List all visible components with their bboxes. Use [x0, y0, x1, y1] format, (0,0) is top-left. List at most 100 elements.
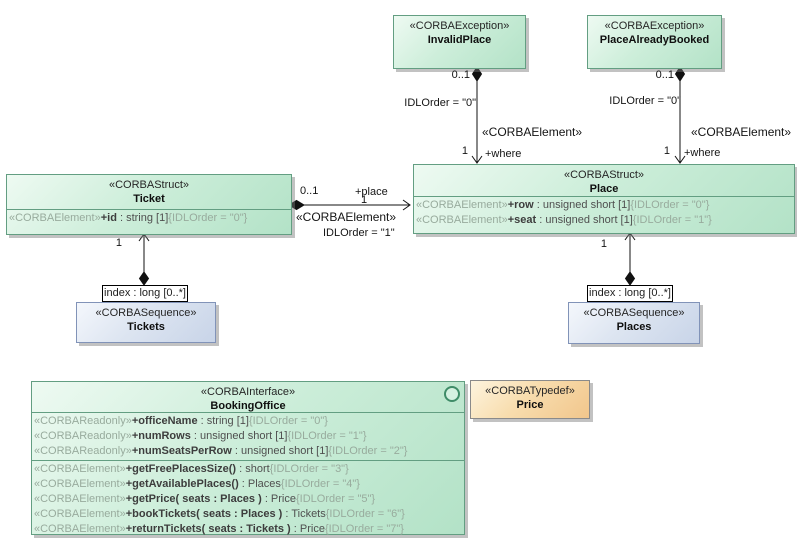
node-stereotype: «CORBASequence» [583, 307, 685, 319]
qualifier-box-tickets[interactable]: index : long [0..*] [102, 285, 188, 302]
composition-edge-tickets-ticket[interactable] [138, 233, 150, 286]
member-tags: {IDLOrder = "0"} [248, 415, 328, 427]
edge-label-tag[interactable]: IDLOrder = "0" [404, 97, 476, 109]
edge-label-multiplicity[interactable]: 1 [461, 145, 468, 157]
composition-diamond [471, 66, 483, 82]
member-stereotype: «CORBAReadonly» [34, 415, 132, 427]
composition-diamond [138, 271, 150, 286]
member-stereotype: «CORBAElement» [34, 463, 126, 475]
member-type: : Price [290, 523, 325, 535]
member-tags: {IDLOrder = "1"} [632, 214, 712, 226]
member-type: : unsigned short [1] [536, 214, 633, 226]
edge-label-multiplicity[interactable]: 1 [115, 237, 122, 249]
member-tags: {IDLOrder = "5"} [296, 493, 376, 505]
member-name: +bookTickets( seats : Places ) [125, 508, 283, 520]
node-stereotype: «CORBAException» [409, 20, 510, 32]
node-header: «CORBAInterface» BookingOffice [32, 382, 464, 412]
composition-edge-places-place[interactable] [624, 232, 636, 286]
member-tags: {IDLOrder = "1"} [287, 430, 367, 442]
node-header: «CORBAStruct» Ticket [7, 175, 291, 209]
member-name: +getAvailablePlaces() [125, 478, 239, 490]
attributes-compartment: «CORBAElement»+id : string [1]{IDLOrder … [7, 209, 291, 226]
node-name: Places [616, 321, 652, 333]
edge-label-multiplicity[interactable]: 0..1 [655, 69, 674, 81]
member-tags: {IDLOrder = "0"} [630, 199, 710, 211]
qualifier-box-places[interactable]: index : long [0..*] [587, 285, 673, 302]
attribute-row[interactable]: «CORBAElement»+seat : unsigned short [1]… [416, 213, 794, 228]
open-arrow-icon [471, 155, 483, 164]
attribute-row[interactable]: «CORBAReadonly»+numRows : unsigned short… [34, 429, 464, 444]
member-name: +numRows [131, 430, 191, 442]
node-ticket[interactable]: «CORBAStruct» Ticket «CORBAElement»+id :… [6, 174, 292, 235]
composition-diamond [674, 66, 686, 82]
member-name: +id [100, 212, 117, 224]
node-header: «CORBAException» PlaceAlreadyBooked [588, 16, 721, 48]
member-name: +row [507, 199, 534, 211]
composition-edge-invalidplace-place[interactable] [471, 66, 483, 164]
edge-label-tag[interactable]: IDLOrder = "1" [323, 227, 395, 239]
member-type: : Tickets [282, 508, 326, 520]
node-tickets[interactable]: «CORBASequence» Tickets [76, 302, 216, 343]
node-header: «CORBASequence» Tickets [77, 303, 215, 335]
node-places[interactable]: «CORBASequence» Places [568, 302, 700, 344]
node-invalidplace[interactable]: «CORBAException» InvalidPlace [393, 15, 526, 69]
edge-label-stereotype[interactable]: «CORBAElement» [296, 210, 397, 224]
member-stereotype: «CORBAElement» [416, 214, 508, 226]
member-type: : Places [238, 478, 281, 490]
edge-label-role[interactable]: +where [485, 148, 522, 160]
edge-label-stereotype[interactable]: «CORBAElement» [482, 125, 583, 139]
node-header: «CORBASequence» Places [569, 303, 699, 335]
operation-row[interactable]: «CORBAElement»+getFreePlacesSize() : sho… [34, 462, 464, 477]
node-name: Place [589, 183, 619, 195]
member-name: +getPrice( seats : Places ) [125, 493, 262, 505]
member-stereotype: «CORBAElement» [34, 478, 126, 490]
attribute-row[interactable]: «CORBAReadonly»+numSeatsPerRow : unsigne… [34, 444, 464, 459]
edge-label-multiplicity[interactable]: 1 [663, 145, 670, 157]
node-stereotype: «CORBAStruct» [563, 169, 645, 181]
node-place[interactable]: «CORBAStruct» Place «CORBAElement»+row :… [413, 164, 795, 234]
attribute-row[interactable]: «CORBAReadonly»+officeName : string [1]{… [34, 414, 464, 429]
node-header: «CORBAStruct» Place [414, 165, 794, 196]
attribute-row[interactable]: «CORBAElement»+row : unsigned short [1]{… [416, 198, 794, 213]
edge-label-multiplicity[interactable]: 0..1 [451, 69, 470, 81]
edge-label-role[interactable]: +where [684, 147, 721, 159]
composition-edge-ticket-place[interactable] [288, 199, 411, 211]
member-type: : Price [261, 493, 296, 505]
operation-row[interactable]: «CORBAElement»+getPrice( seats : Places … [34, 492, 464, 507]
member-type: : unsigned short [1] [190, 430, 288, 442]
node-placealreadybooked[interactable]: «CORBAException» PlaceAlreadyBooked [587, 15, 722, 69]
composition-diamond [624, 271, 636, 286]
member-stereotype: «CORBAReadonly» [34, 445, 132, 457]
member-stereotype: «CORBAElement» [34, 493, 126, 505]
member-type: : short [236, 463, 270, 475]
attribute-row[interactable]: «CORBAElement»+id : string [1]{IDLOrder … [9, 211, 291, 226]
member-tags: {IDLOrder = "4"} [280, 478, 360, 490]
node-bookingoffice[interactable]: «CORBAInterface» BookingOffice «CORBARea… [31, 381, 465, 535]
node-stereotype: «CORBAInterface» [200, 386, 296, 398]
member-name: +getFreePlacesSize() [125, 463, 237, 475]
edge-label-multiplicity[interactable]: 0..1 [300, 185, 319, 197]
member-tags: {IDLOrder = "6"} [325, 508, 405, 520]
node-price[interactable]: «CORBATypedef» Price [470, 380, 590, 419]
member-name: +returnTickets( seats : Tickets ) [125, 523, 291, 535]
composition-edge-placealreadybooked-place[interactable] [674, 66, 686, 164]
member-name: +numSeatsPerRow [131, 445, 232, 457]
open-arrow-icon [674, 155, 686, 164]
node-stereotype: «CORBASequence» [95, 307, 197, 319]
attributes-compartment: «CORBAElement»+row : unsigned short [1]{… [414, 196, 794, 228]
node-name: PlaceAlreadyBooked [599, 34, 710, 46]
edge-label-multiplicity[interactable]: 1 [360, 194, 368, 206]
node-name: InvalidPlace [427, 34, 492, 46]
edge-label-role[interactable]: +place [355, 186, 388, 198]
operation-row[interactable]: «CORBAElement»+getAvailablePlaces() : Pl… [34, 477, 464, 492]
operation-row[interactable]: «CORBAElement»+returnTickets( seats : Ti… [34, 522, 464, 537]
node-stereotype: «CORBAException» [604, 20, 705, 32]
edge-label-tag[interactable]: IDLOrder = "0" [609, 95, 681, 107]
edge-label-multiplicity[interactable]: 1 [600, 238, 607, 250]
member-tags: {IDLOrder = "7"} [324, 523, 404, 535]
operation-row[interactable]: «CORBAElement»+bookTickets( seats : Plac… [34, 507, 464, 522]
edge-label-stereotype[interactable]: «CORBAElement» [691, 125, 792, 139]
member-type: : string [1] [197, 415, 249, 427]
operations-compartment: «CORBAElement»+getFreePlacesSize() : sho… [32, 460, 464, 537]
